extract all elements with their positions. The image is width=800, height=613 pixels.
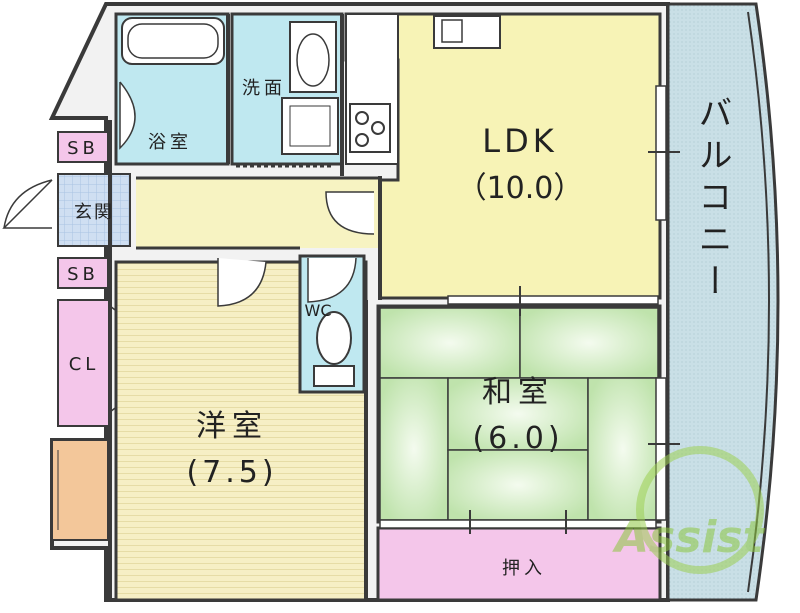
- tatami-mat: [519, 307, 659, 379]
- tatami-mat: [447, 449, 589, 521]
- watermark-text: Assist: [612, 512, 766, 563]
- watermark-logo: Assist: [612, 446, 766, 574]
- ldk-door: [325, 191, 375, 235]
- tatami-mat: [379, 377, 449, 521]
- japanese-room-size: (6.0): [472, 421, 563, 456]
- sliding-door: [447, 295, 659, 305]
- closet: [57, 299, 111, 427]
- western-room-size: (7.5): [186, 455, 277, 490]
- wc-label: WC: [305, 301, 332, 320]
- shoebox-top-label: SB: [67, 138, 99, 159]
- western-room-label: 洋室: [196, 409, 268, 444]
- western-room-door: [217, 258, 267, 307]
- genkan-floor: [57, 173, 131, 247]
- ldk-label: LDK: [482, 122, 557, 160]
- burner-icon: [355, 133, 369, 147]
- burner-icon: [355, 111, 369, 125]
- west-window: [51, 439, 109, 541]
- toilet-bowl: [316, 311, 352, 365]
- bath-label: 浴室: [148, 132, 192, 153]
- toilet-tank: [313, 365, 355, 387]
- wc-door: [307, 257, 357, 303]
- japanese-room-label: 和室: [482, 375, 554, 410]
- shoebox-bottom-label: SB: [67, 264, 99, 285]
- tatami-mat: [587, 377, 659, 521]
- closet-label: CL: [69, 354, 100, 375]
- burner-icon: [371, 121, 385, 135]
- shoebox-bottom: [57, 257, 109, 289]
- ldk-size: （10.0）: [457, 171, 584, 206]
- sink-basin: [441, 19, 463, 43]
- genkan-label: 玄関: [74, 202, 114, 223]
- entrance-door: [2, 179, 53, 229]
- shoebox-top: [57, 131, 109, 163]
- oshiire-label: 押入: [502, 558, 546, 579]
- oshiire-door: [379, 519, 657, 529]
- bath-door: [119, 81, 136, 150]
- tatami-mat: [379, 307, 521, 379]
- washitsu-window: [655, 377, 667, 521]
- balcony-label: バルコニー: [692, 95, 732, 305]
- washroom-label: 洗面: [242, 78, 286, 99]
